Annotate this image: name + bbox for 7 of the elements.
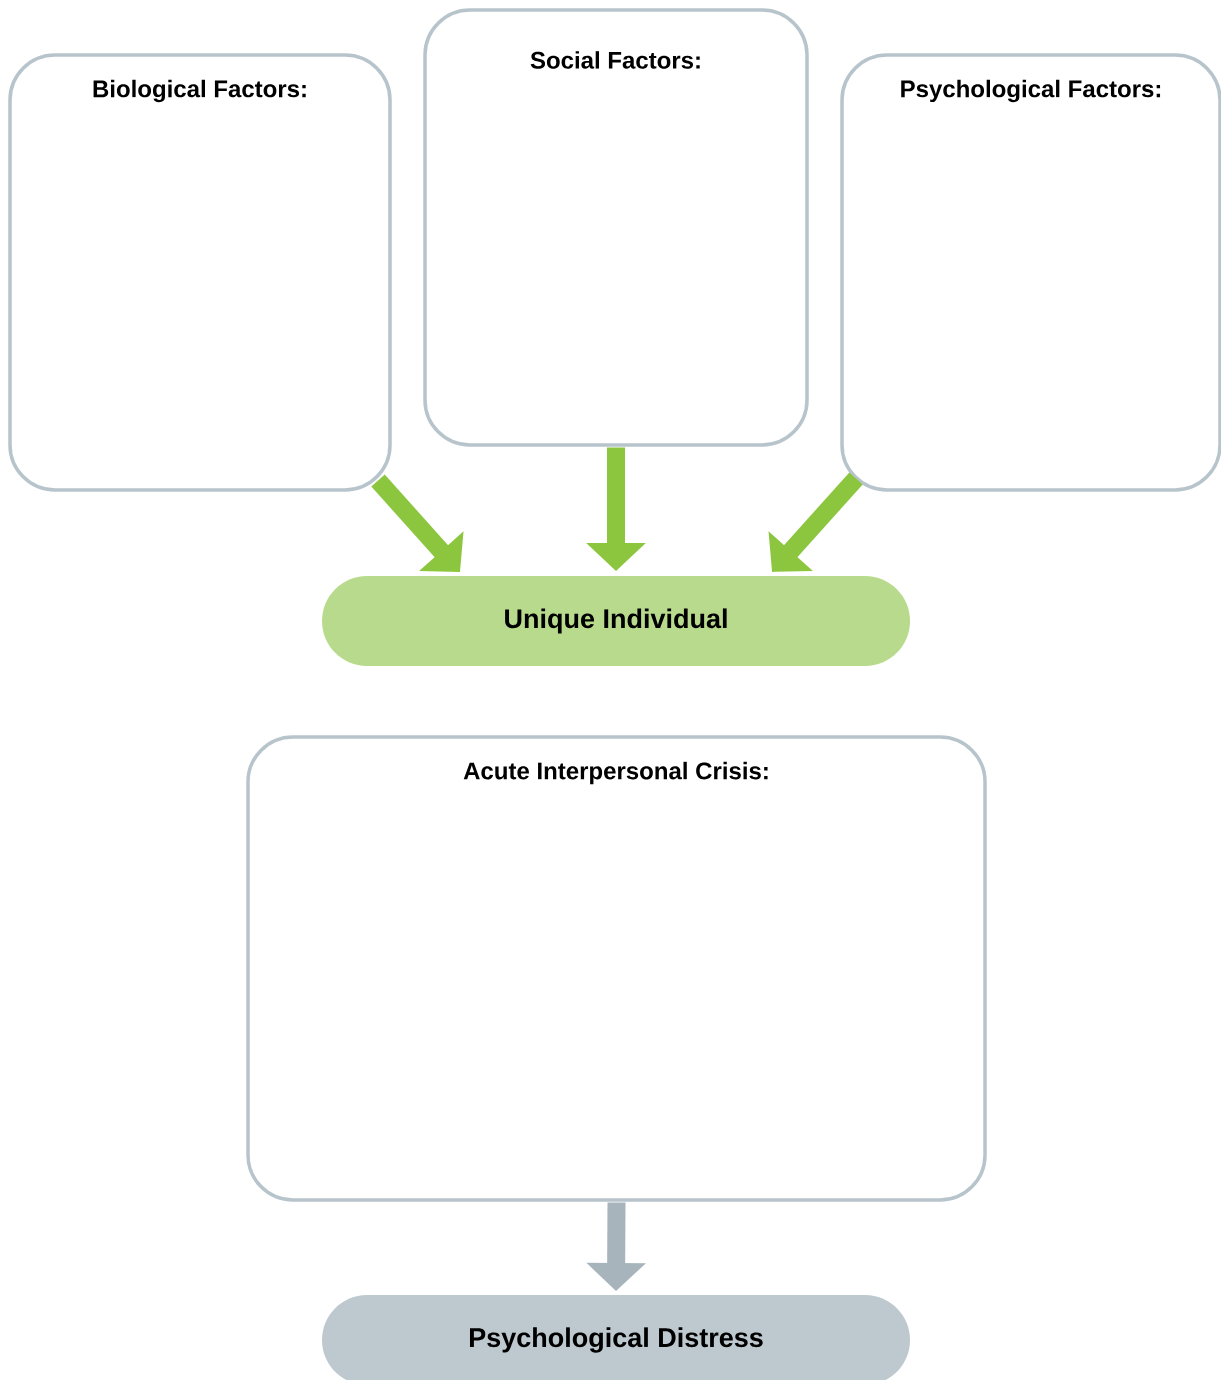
factor-box: Psychological Factors: — [840, 53, 1221, 492]
arrow — [371, 474, 464, 572]
factor-box: Acute Interpersonal Crisis: — [246, 735, 987, 1202]
factor-box: Biological Factors: — [8, 53, 392, 492]
factor-box: Social Factors: — [423, 8, 809, 447]
rounded-label: Psychological Distress — [322, 1295, 910, 1380]
rounded-label: Unique Individual — [322, 576, 910, 666]
